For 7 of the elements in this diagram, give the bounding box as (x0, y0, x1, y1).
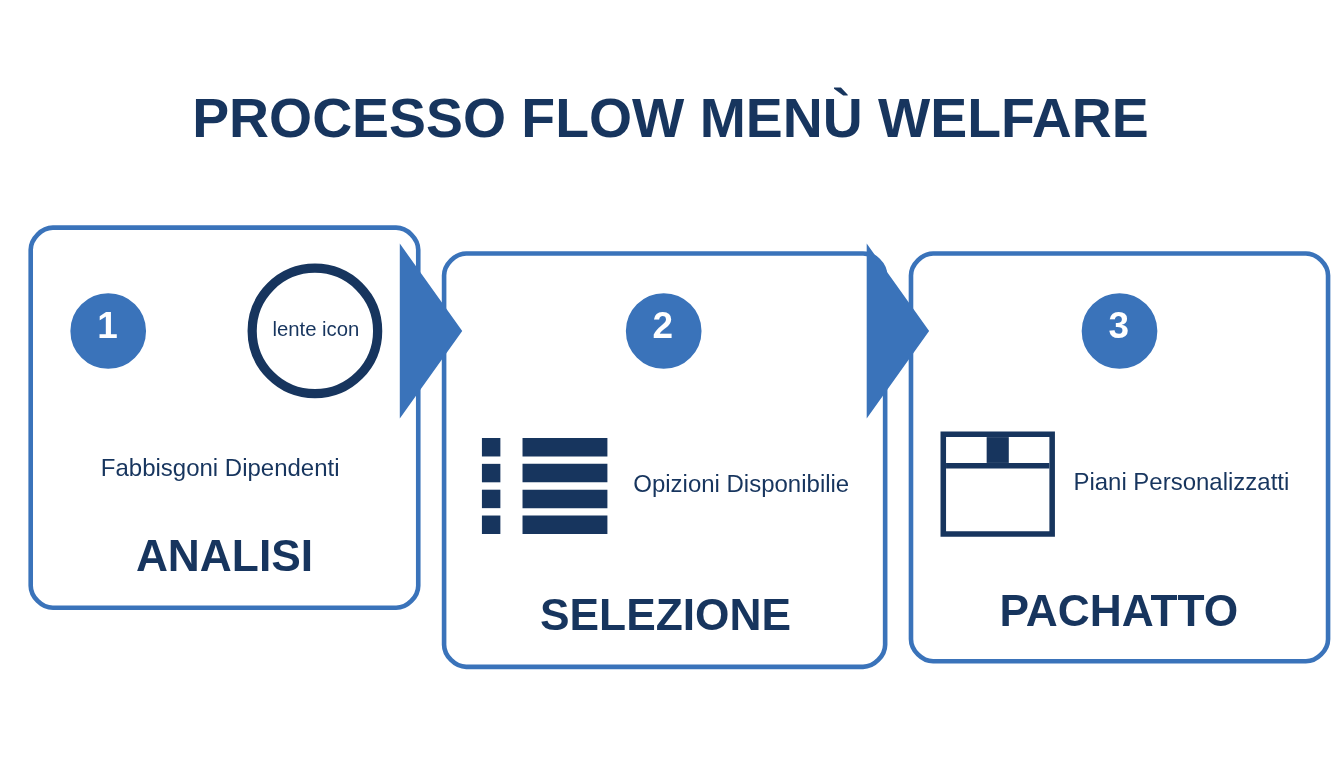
arrow (866, 243, 930, 418)
node-circle: 2 (625, 292, 702, 369)
diagram-title: PROCESSO FLOW MENÙ WELFARE (192, 86, 1149, 149)
node-circle: lente icon (247, 263, 383, 398)
arrow (399, 243, 463, 418)
node-circle: 1 (70, 292, 147, 369)
node-circle: 3 (1081, 292, 1158, 369)
